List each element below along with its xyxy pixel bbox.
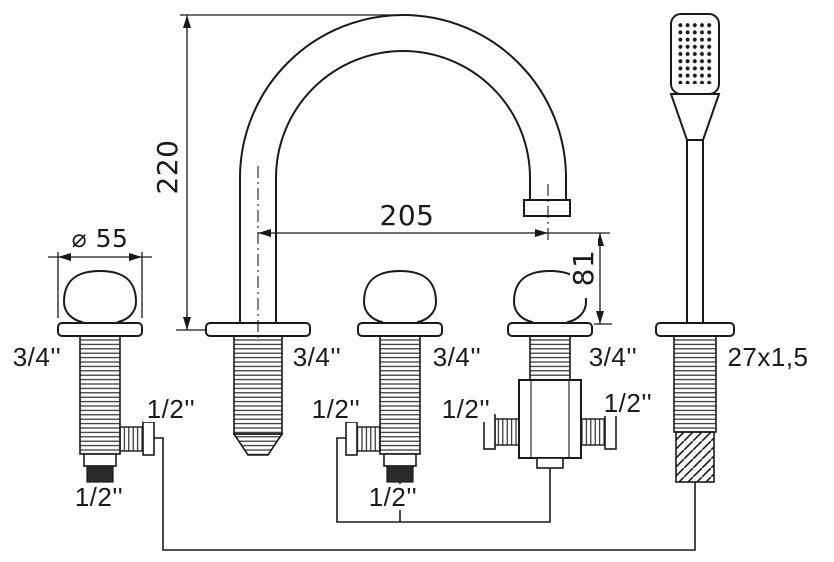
diverter-body bbox=[518, 379, 582, 459]
hand-shower bbox=[655, 13, 735, 483]
thread-label-middle-valve-bottom: 1/2'' bbox=[364, 484, 422, 510]
diverter-valve bbox=[483, 270, 617, 469]
thread-label-left-valve-side: 1/2'' bbox=[143, 396, 199, 422]
dimension-220-label: 220 bbox=[151, 137, 184, 197]
thread-label-diverter-deck: 3/4'' bbox=[584, 342, 642, 372]
thread-label-diverter-right: 1/2'' bbox=[600, 390, 656, 416]
routing-lines bbox=[154, 437, 696, 551]
thread-label-middle-valve-deck: 3/4'' bbox=[428, 342, 486, 372]
shower-handle bbox=[686, 139, 704, 325]
thread-label-spout-deck: 3/4'' bbox=[288, 342, 346, 372]
dimension-205 bbox=[258, 229, 610, 237]
middle-valve-side-nipple bbox=[356, 426, 381, 452]
thread-label-left-valve-bottom: 1/2'' bbox=[70, 484, 128, 510]
thread-label-shower-deck: 27x1,5 bbox=[722, 342, 814, 372]
dimension-205-label: 205 bbox=[372, 202, 442, 230]
dimension-diameter-55 bbox=[48, 252, 152, 318]
thread-label-left-valve-deck: 3/4'' bbox=[8, 342, 66, 372]
thread-label-diverter-left: 1/2'' bbox=[438, 396, 494, 422]
shower-hose bbox=[675, 431, 715, 483]
dimension-81 bbox=[594, 233, 612, 325]
shower-spray-face bbox=[678, 22, 712, 84]
middle-valve bbox=[345, 271, 442, 482]
left-valve-side-nipple bbox=[119, 426, 144, 452]
gooseneck-spout bbox=[205, 14, 571, 456]
dimension-81-label: 81 bbox=[567, 238, 600, 298]
dimension-220 bbox=[176, 14, 402, 331]
left-valve bbox=[58, 271, 155, 482]
dimension-diameter-label: ⌀ 55 bbox=[58, 224, 142, 252]
thread-label-middle-valve-side: 1/2'' bbox=[308, 396, 364, 422]
